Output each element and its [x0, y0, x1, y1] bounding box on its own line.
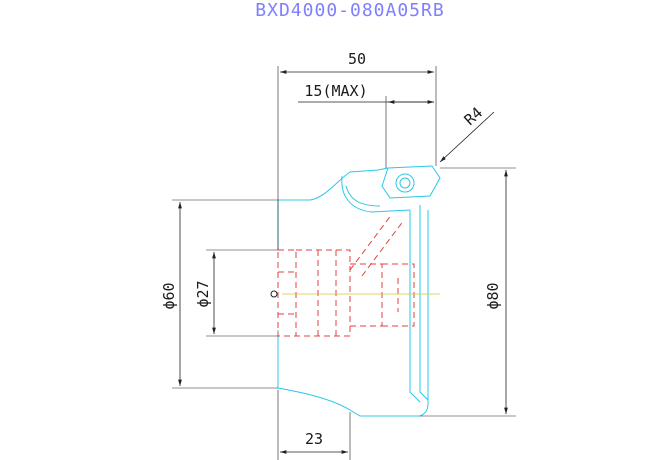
hidden-lines [277, 213, 415, 337]
dimension-max-depth: 15(MAX) [304, 82, 367, 100]
dimension-27: ϕ27 [194, 249, 278, 337]
dimension-cutting-diameter: ϕ80 [484, 282, 502, 309]
dimension-overall-length: 50 [348, 50, 366, 68]
dimension-60: ϕ60 [160, 199, 278, 389]
dimension-15max: 15(MAX) [298, 82, 434, 168]
tool-body-outline [277, 165, 441, 417]
dimension-shank-diameter: ϕ27 [194, 280, 212, 307]
dimension-neck-diameter: ϕ60 [160, 282, 178, 309]
dimension-corner-radius: R4 [461, 104, 486, 129]
dimension-50: 50 [277, 50, 437, 250]
dimension-80: ϕ80 [420, 167, 516, 417]
drawing-title: BXD4000-080A05RB [255, 0, 444, 21]
dimension-r4: R4 [439, 104, 495, 163]
dimension-shank-length: 23 [305, 430, 323, 448]
dimension-23: 23 [277, 390, 351, 460]
center-point [270, 290, 278, 298]
